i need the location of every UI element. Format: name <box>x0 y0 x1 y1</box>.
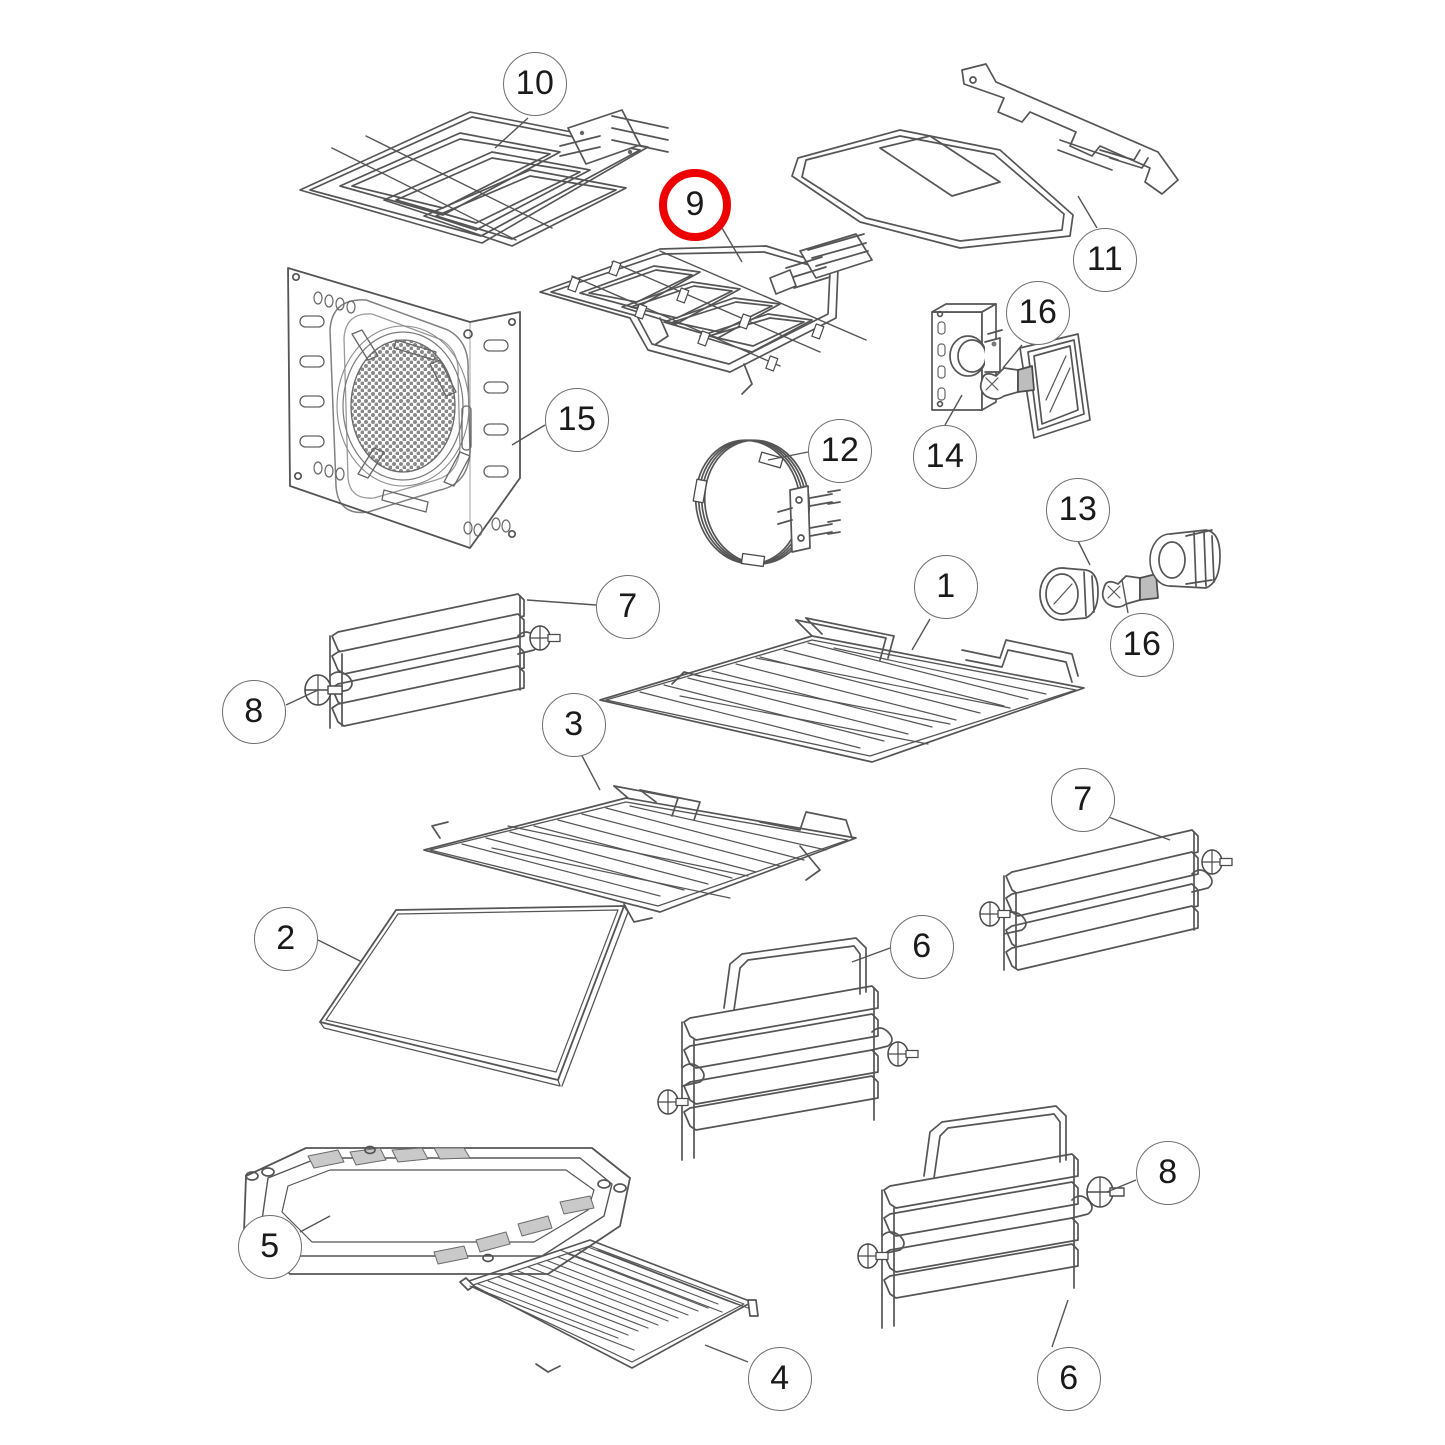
part-4-wire-grill-small <box>459 1239 759 1373</box>
callout-number: 7 <box>618 586 638 625</box>
callout-number: 5 <box>260 1226 280 1265</box>
callout-number: 4 <box>770 1358 790 1397</box>
callout-number: 12 <box>820 430 860 469</box>
leader-line-16 <box>1121 579 1129 614</box>
part-14-lamp-housing <box>931 303 1091 439</box>
callout-1[interactable]: 1 <box>914 555 978 619</box>
leader-line-8 <box>285 689 319 706</box>
callout-2[interactable]: 2 <box>254 907 318 971</box>
callout-6[interactable]: 6 <box>1037 1347 1101 1411</box>
callout-number: 11 <box>1086 239 1124 278</box>
callout-number: 16 <box>1018 292 1058 331</box>
part-12-circular-element <box>692 439 841 568</box>
part-7-runner-right <box>979 829 1233 971</box>
leader-line-6 <box>1051 1299 1069 1348</box>
leader-line-12 <box>767 451 809 461</box>
callout-14[interactable]: 14 <box>913 425 977 489</box>
part-15-fan-baffle <box>287 267 521 549</box>
callout-number: 9 <box>685 184 705 223</box>
callout-number: 8 <box>244 691 264 730</box>
callout-7[interactable]: 7 <box>1051 768 1115 832</box>
leader-line-10 <box>494 117 529 149</box>
part-16-bulb-upper <box>979 365 1035 400</box>
callout-number: 16 <box>1122 624 1162 663</box>
callout-number: 6 <box>1059 1358 1079 1397</box>
callout-15[interactable]: 15 <box>545 388 609 452</box>
callout-number: 14 <box>925 436 965 475</box>
part-9-dual-grill-element <box>539 233 873 395</box>
callout-8[interactable]: 8 <box>1136 1141 1200 1205</box>
leader-line-1 <box>911 618 931 651</box>
callout-number: 10 <box>515 63 555 102</box>
part-1-wire-shelf <box>599 617 1085 763</box>
part-10-grill-element <box>299 109 669 247</box>
leader-line-3 <box>579 751 601 791</box>
part-2-glass-panel <box>319 905 629 1087</box>
callout-4[interactable]: 4 <box>748 1347 812 1411</box>
leader-line-8 <box>1106 1179 1137 1193</box>
part-6-support-middle <box>657 937 919 1161</box>
leader-line-15 <box>511 424 546 446</box>
callout-5[interactable]: 5 <box>238 1215 302 1279</box>
callout-3[interactable]: 3 <box>542 693 606 757</box>
callout-7[interactable]: 7 <box>596 575 660 639</box>
leader-line-11 <box>1077 195 1098 229</box>
leader-line-7 <box>1102 814 1171 841</box>
part-7-runner-upper-left <box>307 593 561 729</box>
callout-12[interactable]: 12 <box>808 419 872 483</box>
callout-13[interactable]: 13 <box>1046 478 1110 542</box>
part-5-baking-tray <box>243 1145 631 1275</box>
part-6-support-lower <box>857 1105 1121 1329</box>
callout-6[interactable]: 6 <box>890 915 954 979</box>
callout-9-highlighted[interactable]: 9 <box>659 169 731 241</box>
leader-line-13 <box>1077 540 1091 566</box>
leader-line-16 <box>1002 344 1023 369</box>
leader-line-9 <box>721 227 743 263</box>
callout-10[interactable]: 10 <box>503 52 567 116</box>
part-11-bake-element <box>791 63 1179 249</box>
callout-16[interactable]: 16 <box>1006 281 1070 345</box>
leader-line-6 <box>851 947 891 963</box>
callout-number: 15 <box>557 399 597 438</box>
part-3-wire-trivet <box>423 785 857 923</box>
callout-number: 7 <box>1073 779 1093 818</box>
leader-line-5 <box>299 1215 331 1233</box>
leader-line-7 <box>526 599 597 606</box>
callout-number: 2 <box>276 918 296 957</box>
callout-number: 1 <box>936 566 956 605</box>
callout-number: 6 <box>912 926 932 965</box>
leader-line-2 <box>317 939 363 963</box>
leader-line-14 <box>944 394 963 426</box>
callout-number: 3 <box>564 704 584 743</box>
part-13-lens-holder <box>1039 529 1221 621</box>
callout-number: 13 <box>1058 489 1098 528</box>
callout-16[interactable]: 16 <box>1110 613 1174 677</box>
leader-line-4 <box>704 1344 749 1363</box>
callout-number: 8 <box>1158 1152 1178 1191</box>
callout-11[interactable]: 11 <box>1073 228 1137 292</box>
callout-8[interactable]: 8 <box>222 680 286 744</box>
